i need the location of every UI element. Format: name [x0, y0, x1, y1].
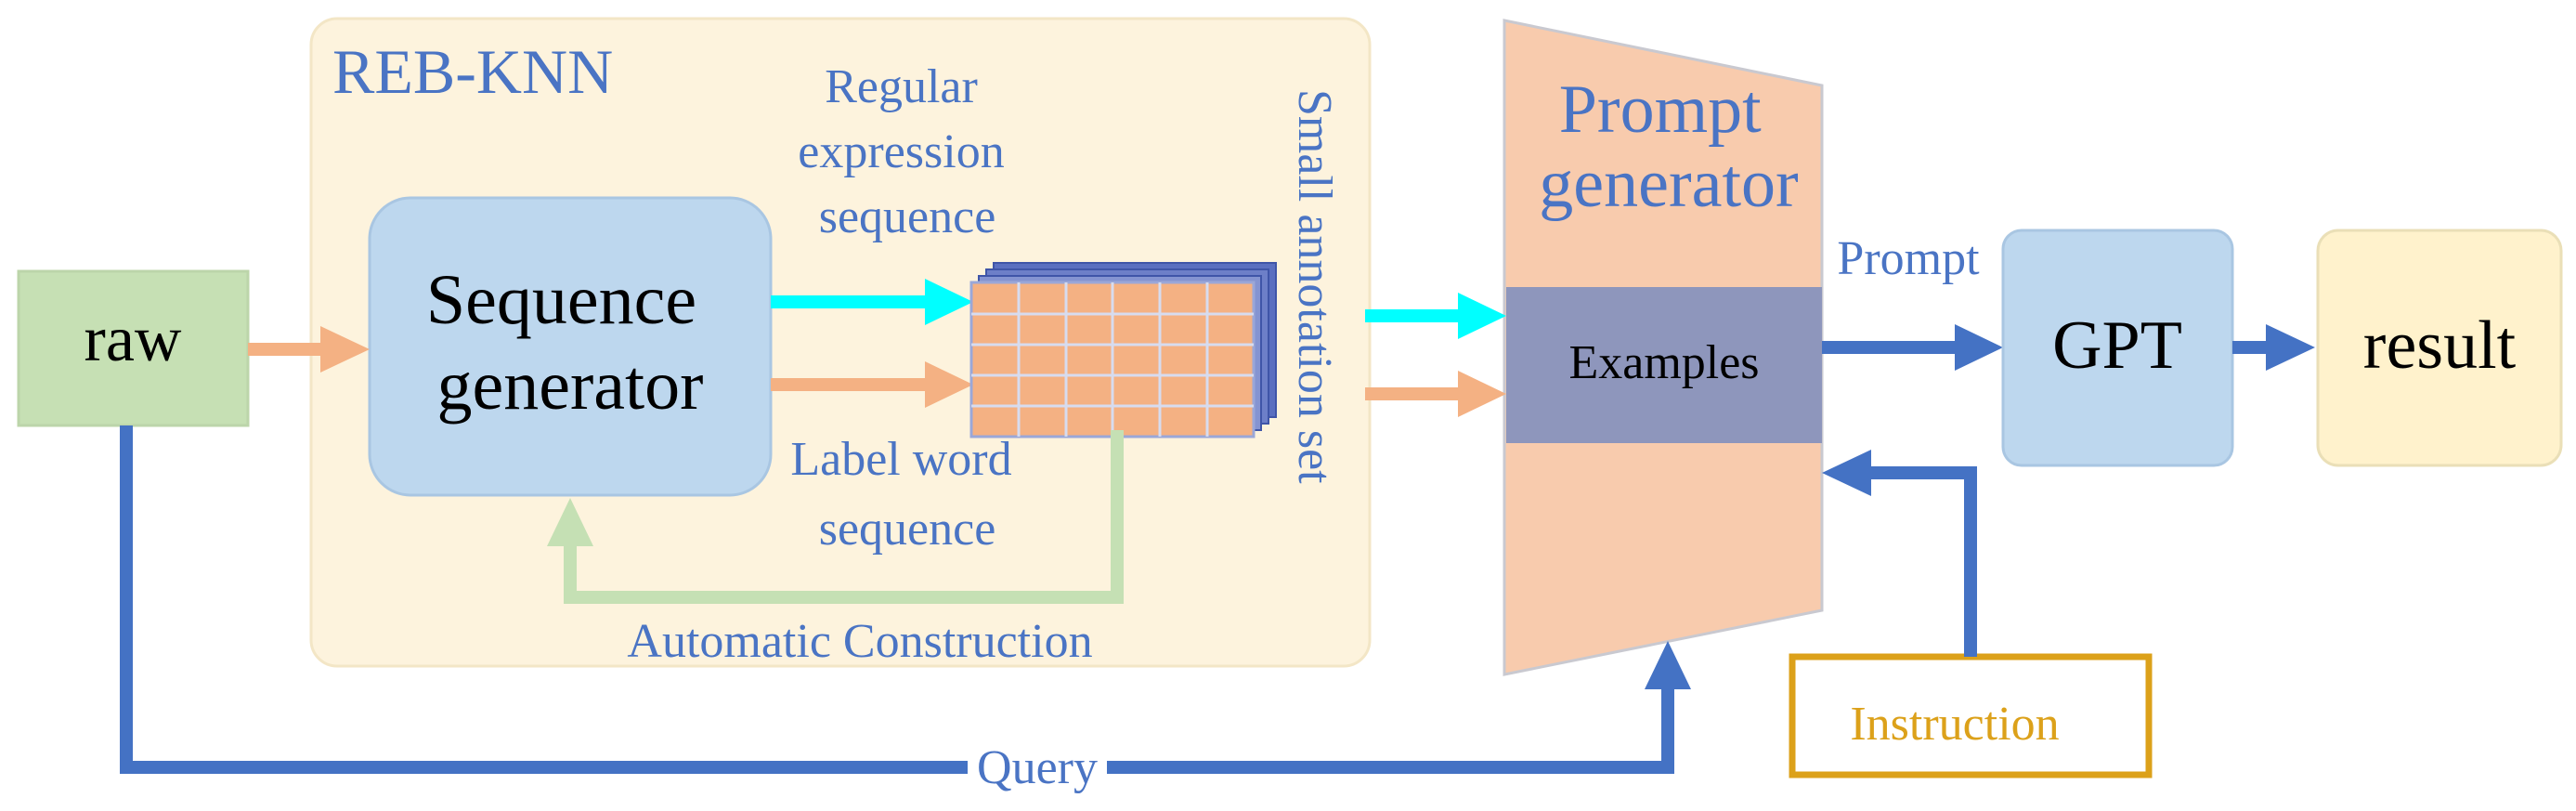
- result-box: [2316, 229, 2563, 467]
- prompt-label: Prompt: [1837, 232, 1980, 285]
- gpt-label: GPT: [2052, 307, 2182, 384]
- automatic-construction-arrow: [547, 430, 1124, 604]
- sequence-generator-box: [368, 196, 773, 497]
- instruction-box: [1789, 653, 2153, 778]
- small-annotation-set-label: Small annotation set: [1288, 89, 1341, 484]
- query-label-bg: [968, 739, 1107, 794]
- sequence-generator-line-2: generator: [437, 347, 704, 425]
- gpt-to-result-arrow: [2232, 324, 2315, 371]
- label-word-sequence-arrow: [771, 361, 973, 408]
- instruction-to-prompt-arrow: [1822, 450, 1977, 657]
- prompt-generator-title: Prompt generator: [1539, 72, 1798, 222]
- prompt-generator-line-2: generator: [1539, 146, 1798, 222]
- instruction-label: Instruction: [1850, 698, 2059, 751]
- sequence-generator-line-1: Sequence: [426, 261, 696, 339]
- reb-knn-panel: [309, 17, 1372, 668]
- annotation-to-prompt-cyan-arrow: [1365, 293, 1506, 339]
- raw-box: [17, 269, 250, 427]
- raw-label: raw: [85, 304, 182, 375]
- reb-knn-title: REB-KNN: [332, 36, 613, 107]
- prompt-generator-line-1: Prompt: [1559, 72, 1762, 148]
- annotation-table-icon: [969, 262, 1277, 438]
- label-word-label: Label word sequence: [790, 433, 1023, 556]
- regular-expression-line-1: Regular: [825, 60, 978, 113]
- examples-box: [1506, 287, 1822, 443]
- query-label: Query: [977, 741, 1098, 794]
- prompt-to-gpt-arrow: [1822, 324, 2003, 371]
- label-word-line-2: sequence: [819, 503, 996, 556]
- label-word-line-1: Label word: [790, 433, 1011, 486]
- regular-expression-line-3: sequence: [819, 190, 996, 243]
- regular-expression-label: Regular expression sequence: [798, 60, 1016, 243]
- automatic-construction-label: Automatic Construction: [627, 615, 1092, 668]
- sequence-generator-label: Sequence generator: [426, 261, 714, 425]
- query-arrow: [120, 425, 1691, 774]
- examples-label: Examples: [1568, 336, 1759, 389]
- annotation-to-prompt-orange-arrow: [1365, 371, 1506, 417]
- regex-sequence-arrow: [771, 279, 973, 325]
- regular-expression-line-2: expression: [798, 125, 1004, 178]
- raw-to-generator-arrow: [248, 326, 370, 373]
- result-label: result: [2363, 307, 2517, 384]
